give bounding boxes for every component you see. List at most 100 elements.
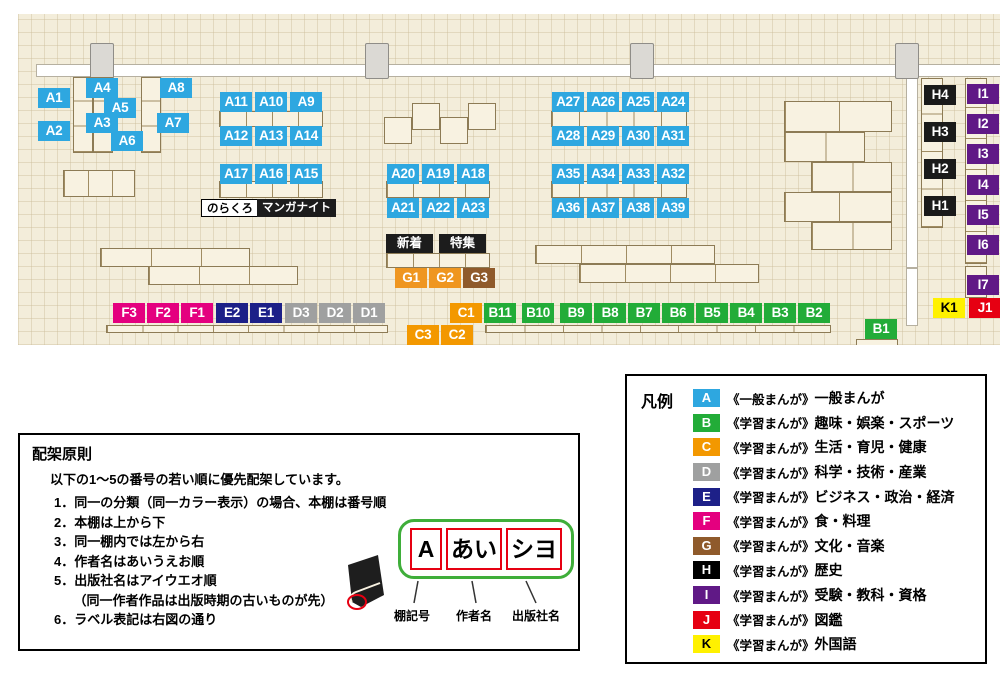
shelf-label-B6: B6 [662,303,694,323]
principles-box: 配架原則 以下の1〜5の番号の若い順に優先配架しています。 1．同一の分類（同一… [18,433,580,651]
shelf-label-A22: A22 [422,198,454,218]
shelf-label-A3: A3 [86,113,118,133]
shelf-label-A18: A18 [457,164,489,184]
shelf-label-A10: A10 [255,92,287,112]
shelf-label-I3: I3 [967,144,999,164]
shelf-block [811,162,892,192]
shelf-block [784,101,892,132]
legend-category-name: ビジネス・政治・経済 [814,488,955,505]
shelf-label-A26: A26 [587,92,619,112]
legend-row: D《学習まんが》科学・技術・産業 [693,460,979,485]
legend-prefix: 《学習まんが》 [727,491,815,506]
shelf-block [784,192,892,222]
legend-title: 凡例 [641,394,674,411]
legend-chip-F: F [693,512,720,531]
text-label: のらくろ [201,199,259,217]
legend-chip-H: H [693,561,720,580]
shelf-block [784,132,865,162]
shelf-block [551,111,687,127]
shelf-block [551,181,687,198]
legend-row: C《学習まんが》生活・育児・健康 [693,435,979,460]
legend-row: K《学習まんが》外国語 [693,632,979,657]
shelf-label-C3: C3 [407,325,439,345]
legend-chip-J: J [693,610,720,629]
shelf-block [386,181,490,198]
shelf-label-B1: B1 [865,319,897,339]
legend-chip-I: I [693,586,720,605]
shelf-label-J1: J1 [969,298,1000,318]
shelf-label-H4: H4 [924,85,956,105]
shelf-block [485,325,831,333]
pillar [895,43,919,79]
shelf-label-A17: A17 [220,164,252,184]
shelf-label-A30: A30 [622,126,654,146]
legend-prefix: 《学習まんが》 [727,638,815,653]
caption-author: 作者名 [456,609,493,623]
legend-category-name: 一般まんが [814,390,885,407]
legend-chip-B: B [693,413,720,432]
shelf-label-A16: A16 [255,164,287,184]
label-shelf-code: A [410,528,442,570]
shelf-label-H2: H2 [924,159,956,179]
principle-item: 2．本棚は上から下 [54,514,166,530]
shelf-label-G1: G1 [395,268,427,288]
pillar [90,43,114,79]
principle-item: 5．出版社名はアイウエオ順 [54,573,217,588]
shelf-label-A6: A6 [111,131,143,151]
legend-category-name: 食・料理 [814,513,871,530]
shelf-label-A38: A38 [622,198,654,218]
shelf-label-A12: A12 [220,126,252,146]
legend-row: I《学習まんが》受験・教科・資格 [693,583,979,608]
shelf-label-A28: A28 [552,126,584,146]
shelf-label-A36: A36 [552,198,584,218]
shelf-label-I1: I1 [967,84,999,104]
principle-item: 6．ラベル表記は右図の通り [54,612,218,627]
principle-item: （同一作者作品は出版時期の古いものが先） [54,592,334,608]
shelf-label-A35: A35 [552,164,584,184]
principle-item: 1．同一の分類（同一カラー表示）の場合、本棚は番号順 [54,495,387,510]
shelf-label-B3: B3 [764,303,796,323]
shelf-block [579,264,759,283]
legend-row: F《学習まんが》食・料理 [693,509,979,534]
legend-row: B《学習まんが》趣味・娯楽・スポーツ [693,411,979,436]
legend-chip-K: K [693,635,720,654]
caption-shelf-code: 棚記号 [394,609,431,623]
shelf-block [468,103,496,130]
connector-lines [413,580,537,604]
shelf-label-I7: I7 [967,275,999,295]
legend-category-name: 文化・音楽 [814,537,885,554]
shelf-label-A11: A11 [220,92,252,112]
shelf-label-A13: A13 [255,126,287,146]
shelf-label-F3: F3 [113,303,145,323]
shelf-label-A21: A21 [387,198,419,218]
shelf-label-C2: C2 [441,325,473,345]
shelf-label-F2: F2 [147,303,179,323]
label-sample-frame: A あい シヨ [398,519,574,579]
shelf-block [141,77,161,153]
legend-category-name: 受験・教科・資格 [814,587,927,604]
shelf-block [535,245,715,264]
legend-prefix: 《一般まんが》 [727,392,815,407]
label-publisher: シヨ [506,528,562,570]
legend-prefix: 《学習まんが》 [727,614,815,629]
shelf-block [106,325,388,333]
legend-prefix: 《学習まんが》 [727,417,815,432]
legend-chip-C: C [693,438,720,457]
legend-row: G《学習まんが》文化・音楽 [693,534,979,559]
shelf-label-A15: A15 [290,164,322,184]
shelf-block [384,117,412,144]
shelf-label-K1: K1 [933,298,965,318]
shelf-block [856,339,898,345]
shelf-label-B8: B8 [594,303,626,323]
shelf-label-D3: D3 [285,303,317,323]
shelf-label-A9: A9 [290,92,322,112]
principles-intro: 以下の1〜5の番号の若い順に優先配架しています。 [50,472,349,487]
legend-category-name: 生活・育児・健康 [814,439,927,456]
shelf-block [219,111,323,127]
shelf-label-A31: A31 [657,126,689,146]
legend-chip-A: A [693,389,720,408]
legend-prefix: 《学習まんが》 [727,540,815,555]
shelf-label-B9: B9 [560,303,592,323]
